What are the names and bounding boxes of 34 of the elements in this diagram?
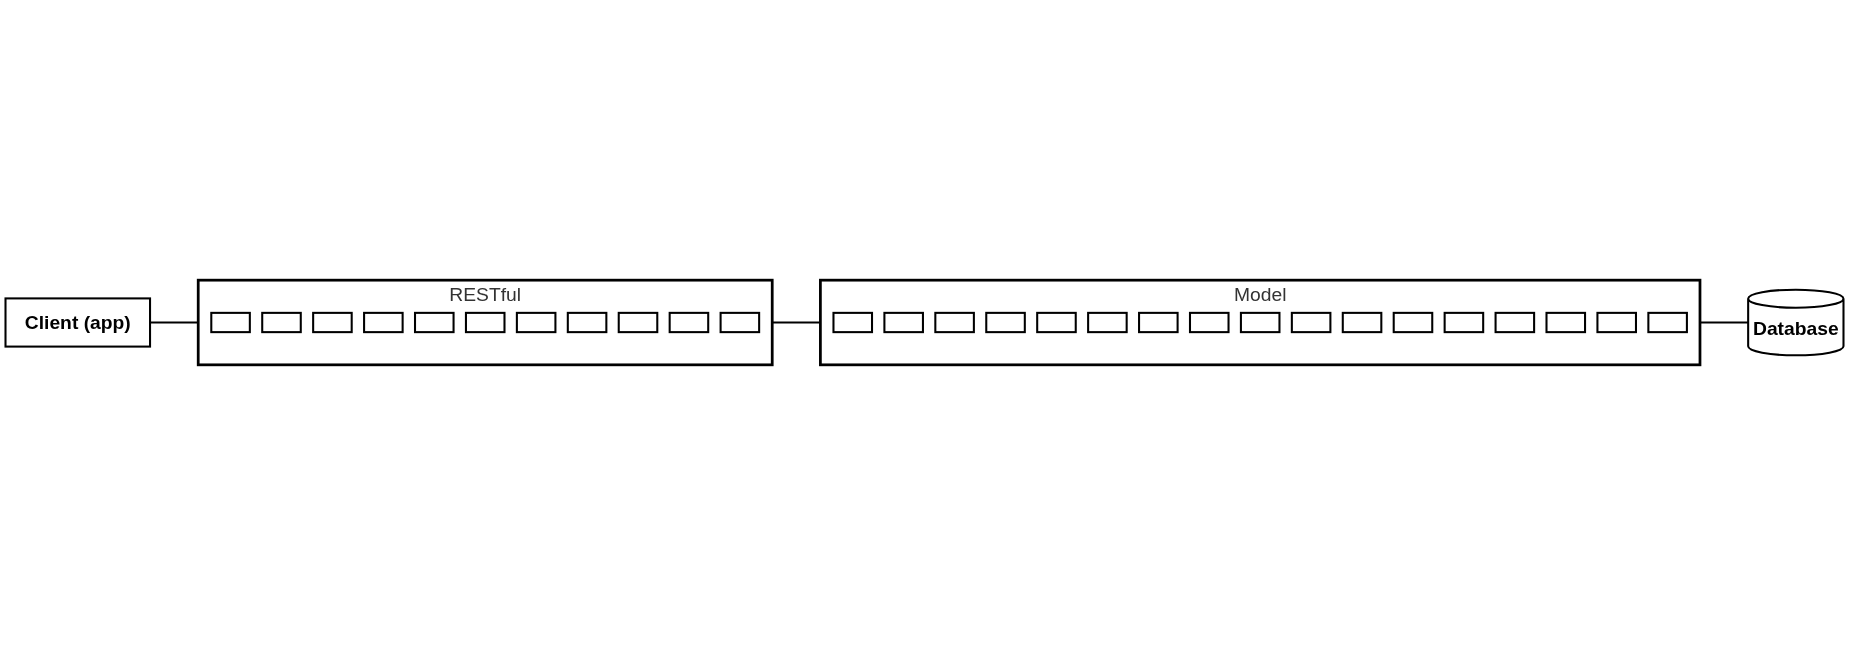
- node-box: Client (app): [4, 297, 152, 348]
- node-box: [1392, 311, 1434, 334]
- node-box: [1341, 311, 1383, 334]
- cluster: Model: [819, 278, 1702, 367]
- node-box: [1290, 311, 1332, 334]
- node-box: [883, 311, 924, 334]
- node-box: [934, 311, 975, 334]
- connector: [1700, 321, 1749, 324]
- cluster: RESTful: [196, 278, 774, 367]
- node-box: [261, 311, 302, 334]
- node-box: [1647, 311, 1688, 334]
- node-box: [1188, 311, 1230, 334]
- node-box: [312, 311, 353, 334]
- node-box: [1545, 311, 1587, 334]
- node-box: [464, 311, 506, 334]
- node-box: [617, 311, 659, 334]
- node-box: [668, 311, 710, 334]
- node-box: [985, 311, 1026, 334]
- connector: [150, 321, 199, 324]
- node-box: [1087, 311, 1128, 334]
- node-box: [566, 311, 608, 334]
- node-box: [1239, 311, 1281, 334]
- node-box: [363, 311, 404, 334]
- node-box: [1443, 311, 1485, 334]
- node-box: [414, 311, 455, 334]
- node-box: [515, 311, 557, 334]
- node-box: [1596, 311, 1637, 334]
- node-box: [832, 311, 874, 334]
- node-box: [210, 311, 251, 334]
- node-box: [719, 311, 761, 334]
- node-box: [1036, 311, 1077, 334]
- connector: [772, 321, 821, 324]
- node-box: [1494, 311, 1536, 334]
- node-box: [1138, 311, 1179, 334]
